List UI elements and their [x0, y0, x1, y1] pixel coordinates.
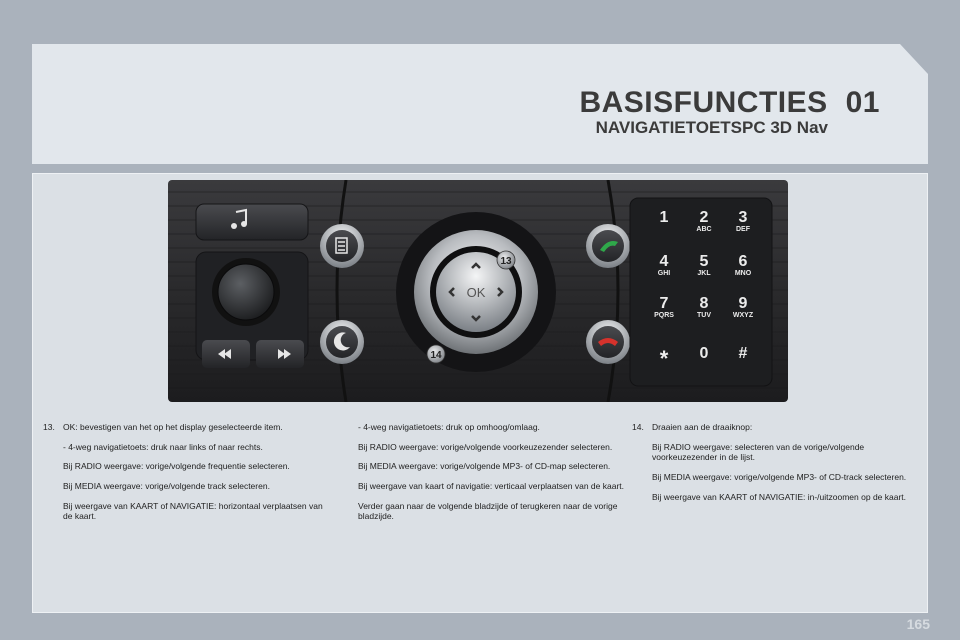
key-7[interactable]: 7	[660, 295, 669, 312]
page-title: BASISFUNCTIES 01	[579, 86, 880, 120]
col3-paragraph: Bij weergave van KAART of NAVIGATIE: in-…	[652, 491, 907, 502]
col3-paragraph: Bij RADIO weergave: selecteren van de vo…	[652, 441, 865, 463]
key-4[interactable]: 4	[660, 253, 669, 270]
col2-paragraph: - 4-weg navigatietoets: druk op omhoog/o…	[358, 422, 540, 432]
col1-paragraph: Bij RADIO weergave: vorige/volgende freq…	[63, 461, 290, 472]
chapter-number: 01	[845, 86, 880, 119]
key-8[interactable]: 8	[700, 295, 709, 312]
ok-button-label[interactable]: OK	[467, 285, 486, 300]
svg-text:14: 14	[430, 350, 442, 361]
svg-text:ABC: ABC	[696, 226, 711, 233]
navigation-control-panel: OK 13 14 1 2 ABC 3 DEF 4 GHI 5 JKL 6 MNO…	[168, 180, 788, 402]
page-number: 165	[906, 616, 930, 632]
key-2[interactable]: 2	[700, 209, 709, 226]
phone-hangup-icon	[598, 338, 618, 346]
callout-13	[496, 250, 516, 270]
keypad: 1 2 ABC 3 DEF 4 GHI 5 JKL 6 MNO 7 PQRS 8…	[654, 209, 754, 371]
col2-paragraph: Verder gaan naar de volgende bladzijde o…	[358, 500, 618, 522]
arrow-icons	[448, 262, 504, 322]
callout-14	[426, 344, 446, 364]
rewind-icon	[218, 349, 231, 359]
header-panel: BASISFUNCTIES 01 NAVIGATIETOETSPC 3D Nav	[32, 44, 928, 164]
key-5[interactable]: 5	[700, 253, 709, 270]
svg-text:13: 13	[500, 256, 512, 267]
four-way-navigation-pad[interactable]	[436, 252, 516, 332]
music-note-icon	[231, 208, 247, 229]
music-button[interactable]	[195, 203, 309, 241]
key-6[interactable]: 6	[739, 253, 748, 270]
col2-paragraph: Bij MEDIA weergave: vorige/volgende MP3-…	[358, 461, 611, 472]
svg-text:JKL: JKL	[697, 270, 711, 277]
phone-pickup-icon	[600, 241, 618, 252]
key-hash[interactable]: #	[739, 345, 748, 362]
page-subtitle: NAVIGATIETOETSPC 3D Nav	[595, 118, 828, 137]
text-column-13: 13. OK: bevestigen van het op het displa…	[43, 422, 325, 531]
key-star[interactable]: *	[660, 346, 669, 371]
key-9[interactable]: 9	[739, 295, 748, 312]
col3-paragraph: Bij MEDIA weergave: vorige/volgende MP3-…	[652, 471, 907, 482]
svg-text:MNO: MNO	[735, 270, 752, 277]
svg-text:TUV: TUV	[697, 312, 711, 319]
volume-knob[interactable]	[217, 263, 275, 321]
text-column-14: 14. Draaien aan de draaiknop: Bij RADIO …	[632, 422, 914, 511]
fast-forward-icon	[278, 349, 291, 359]
item-number-14: 14.	[632, 422, 644, 432]
svg-text:PQRS: PQRS	[654, 312, 674, 319]
svg-text:WXYZ: WXYZ	[733, 312, 754, 319]
col1-paragraph: OK: bevestigen van het op het display ge…	[63, 422, 283, 432]
col2-paragraph: Bij RADIO weergave: vorige/volgende voor…	[358, 441, 613, 452]
moon-icon	[333, 332, 350, 351]
col2-paragraph: Bij weergave van kaart of navigatie: ver…	[358, 480, 625, 491]
title-text: BASISFUNCTIES	[579, 86, 828, 119]
svg-text:DEF: DEF	[736, 226, 751, 233]
list-icon	[335, 237, 348, 254]
key-3[interactable]: 3	[739, 209, 748, 226]
col1-paragraph: Bij MEDIA weergave: vorige/volgende trac…	[63, 480, 270, 491]
col1-paragraph: - 4-weg navigatietoets: druk naar links …	[63, 441, 263, 452]
text-column-middle: - 4-weg navigatietoets: druk op omhoog/o…	[358, 422, 628, 531]
key-0[interactable]: 0	[700, 345, 709, 362]
svg-text:GHI: GHI	[658, 270, 671, 277]
col3-paragraph: Draaien aan de draaiknop:	[652, 422, 753, 432]
key-1[interactable]: 1	[660, 209, 669, 226]
item-number-13: 13.	[43, 422, 55, 432]
col1-paragraph: Bij weergave van KAART of NAVIGATIE: hor…	[63, 500, 323, 522]
